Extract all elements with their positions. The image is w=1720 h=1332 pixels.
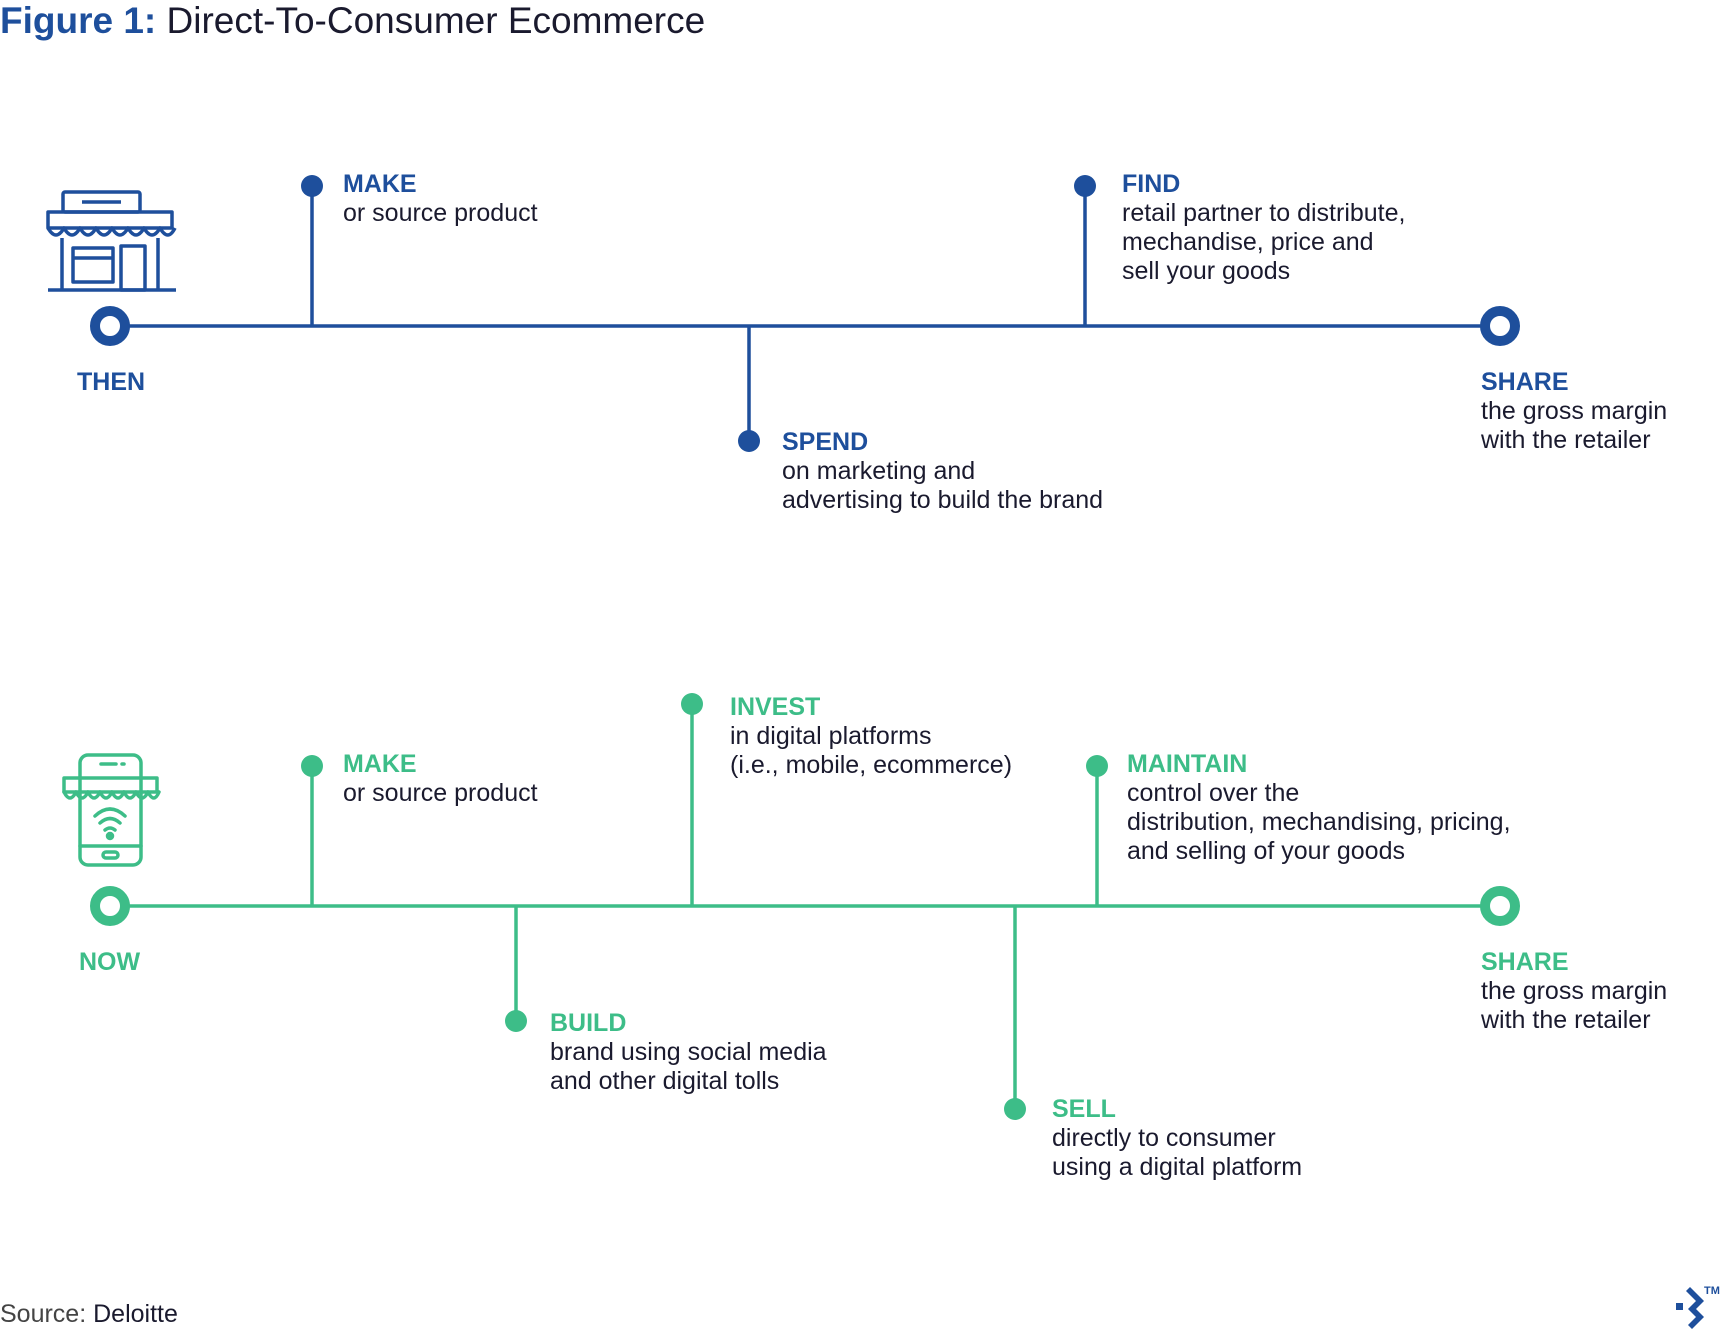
then-find-dot	[1074, 175, 1096, 197]
source-prefix: Source:	[0, 1300, 87, 1328]
now-step-build-desc-2: and other digital tolls	[550, 1067, 780, 1095]
figure-title-text: Direct-To-Consumer Ecommerce	[166, 0, 706, 41]
then-step-find-desc-3: sell your goods	[1122, 257, 1291, 285]
now-step-maintain-head: MAINTAIN	[1127, 750, 1248, 778]
now-start-node	[90, 886, 130, 926]
mobile-store-icon	[62, 753, 161, 867]
now-step-build: BUILD brand using social media and other…	[550, 1009, 827, 1096]
trademark-mark: TM	[1704, 1285, 1720, 1297]
now-step-sell-head: SELL	[1052, 1095, 1116, 1123]
now-step-invest-head: INVEST	[730, 693, 821, 721]
now-step-make: MAKE or source product	[343, 750, 538, 808]
then-step-spend: SPEND on marketing and advertising to bu…	[782, 428, 1103, 515]
storefront-icon	[46, 190, 177, 292]
then-step-spend-head: SPEND	[782, 428, 869, 456]
now-step-maintain-desc-2: distribution, mechandising, pricing,	[1127, 808, 1511, 836]
then-step-find-head: FIND	[1122, 170, 1181, 198]
now-step-build-desc-1: brand using social media	[550, 1038, 827, 1066]
now-make-dot	[301, 755, 323, 777]
now-step-share-desc-1: the gross margin	[1481, 977, 1668, 1005]
then-step-make-desc: or source product	[343, 199, 538, 227]
now-label: NOW	[79, 948, 141, 976]
source-name: Deloitte	[93, 1300, 178, 1328]
now-maintain-dot	[1086, 755, 1108, 777]
now-step-maintain: MAINTAIN control over the distribution, …	[1127, 750, 1511, 866]
now-timeline	[110, 704, 1500, 1109]
then-step-make: MAKE or source product	[343, 170, 538, 228]
then-step-find-desc-1: retail partner to distribute,	[1122, 199, 1406, 227]
then-step-spend-desc-1: on marketing and	[782, 457, 976, 485]
then-step-share-head: SHARE	[1481, 368, 1569, 396]
then-step-share: SHARE the gross margin with the retailer	[1481, 368, 1667, 455]
then-step-find: FIND retail partner to distribute, mecha…	[1122, 170, 1405, 286]
then-step-share-desc-1: the gross margin	[1481, 397, 1668, 425]
figure-number: Figure 1:	[0, 0, 157, 41]
then-make-dot	[301, 175, 323, 197]
now-step-sell: SELL directly to consumer using a digita…	[1052, 1095, 1302, 1182]
then-end-node	[1480, 306, 1520, 346]
now-step-make-desc: or source product	[343, 779, 538, 807]
toptal-logo-icon	[1676, 1287, 1704, 1329]
then-start-node	[90, 306, 130, 346]
then-spend-dot	[738, 430, 760, 452]
now-step-invest: INVEST in digital platforms (i.e., mobil…	[730, 693, 1012, 780]
now-end-node	[1480, 886, 1520, 926]
then-step-share-desc-2: with the retailer	[1481, 426, 1651, 454]
now-step-share-head: SHARE	[1481, 948, 1569, 976]
now-step-build-head: BUILD	[550, 1009, 627, 1037]
now-step-make-head: MAKE	[343, 750, 417, 778]
now-step-share: SHARE the gross margin with the retailer	[1481, 948, 1667, 1035]
then-label: THEN	[77, 368, 146, 396]
now-step-maintain-desc-1: control over the	[1127, 779, 1300, 807]
now-step-maintain-desc-3: and selling of your goods	[1127, 837, 1405, 865]
now-step-sell-desc-2: using a digital platform	[1052, 1153, 1303, 1181]
now-sell-dot	[1004, 1098, 1026, 1120]
now-step-sell-desc-1: directly to consumer	[1052, 1124, 1276, 1152]
now-step-invest-desc-1: in digital platforms	[730, 722, 932, 750]
then-step-make-head: MAKE	[343, 170, 417, 198]
then-timeline	[110, 186, 1500, 441]
now-build-dot	[505, 1010, 527, 1032]
then-step-find-desc-2: mechandise, price and	[1122, 228, 1374, 256]
now-step-invest-desc-2: (i.e., mobile, ecommerce)	[730, 751, 1013, 779]
then-step-spend-desc-2: advertising to build the brand	[782, 486, 1104, 514]
now-step-share-desc-2: with the retailer	[1481, 1006, 1651, 1034]
source-note: Source: Deloitte	[0, 1300, 178, 1329]
figure-title: Figure 1: Direct-To-Consumer Ecommerce	[0, 0, 705, 42]
now-invest-dot	[681, 693, 703, 715]
